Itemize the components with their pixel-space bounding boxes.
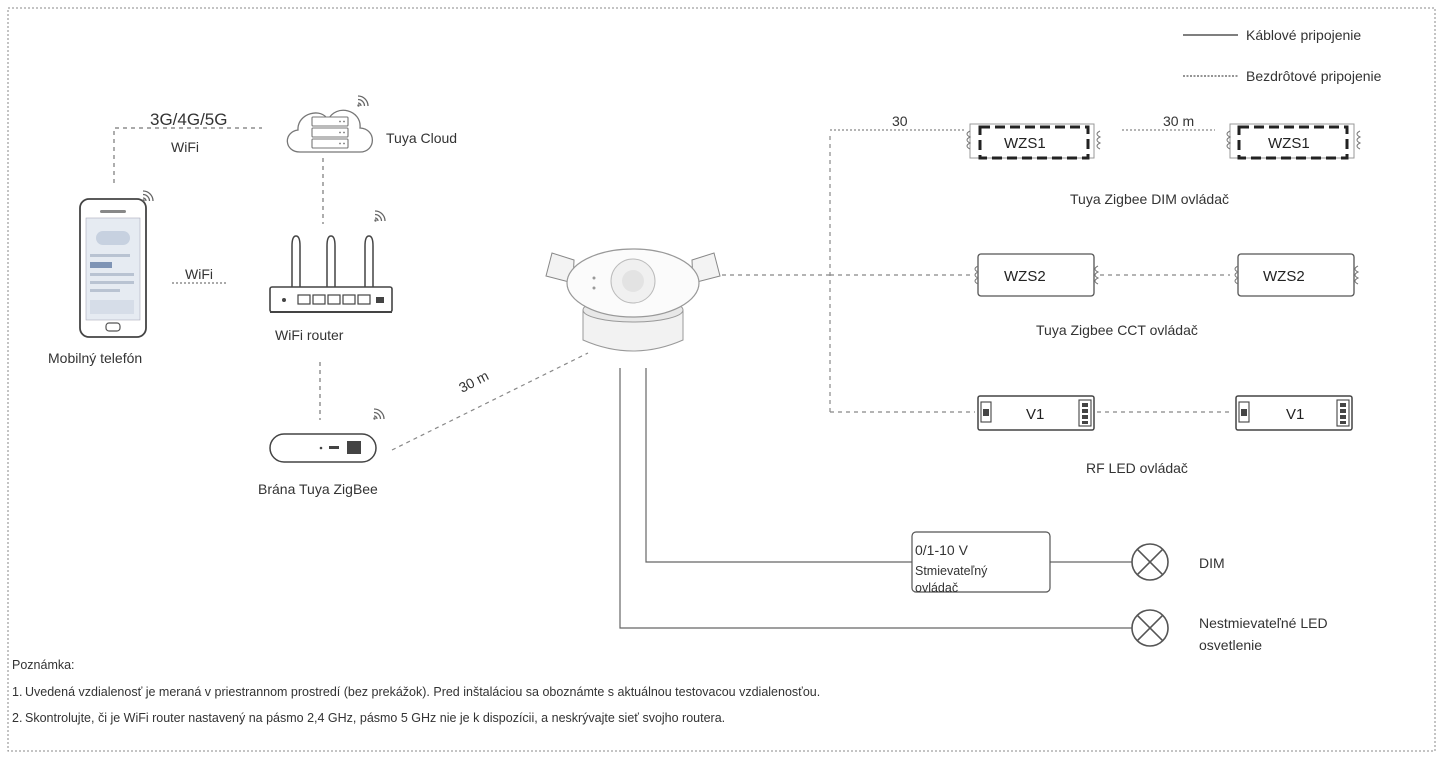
network-top-label: 3G/4G/5G	[150, 110, 227, 129]
legend: Káblové pripojenie Bezdrôtové pripojenie	[1183, 27, 1382, 84]
dimmer-box: 0/1-10 V Stmievateľný ovládač	[911, 531, 1051, 595]
note-2-number: 2.	[12, 711, 22, 725]
phone-wifi-icon	[141, 190, 154, 203]
notes-title: Poznámka:	[12, 658, 75, 672]
lamp-dim-label: DIM	[1199, 555, 1225, 571]
dimmer-line3: ovládač	[915, 581, 958, 595]
notes: Poznámka: 1. Uvedená vzdialenosť je mera…	[12, 658, 820, 725]
rf-controller-b: V1	[1235, 395, 1353, 431]
router-icon	[269, 235, 393, 313]
gateway-icon	[269, 433, 377, 463]
dim-controller-a-label: WZS1	[1004, 135, 1046, 152]
cct-group-label: Tuya Zigbee CCT ovládač	[1036, 322, 1198, 338]
diagram-border	[7, 7, 1436, 752]
smartphone-icon	[79, 198, 147, 338]
connections	[113, 127, 1230, 629]
dim-controller-b-label: WZS1	[1268, 135, 1310, 152]
network-wifi-label: WiFi	[171, 139, 199, 155]
dim-distance-2-label: 30 m	[1163, 113, 1194, 129]
cct-controller-a: WZS2	[974, 253, 1099, 297]
cct-controller-a-label: WZS2	[1004, 268, 1046, 285]
lamp-nondim-label-1: Nestmievateľné LED	[1199, 615, 1328, 631]
phone-wifi-label: WiFi	[185, 266, 213, 282]
dim-controller-a: WZS1	[966, 123, 1101, 160]
note-1: Uvedená vzdialenosť je meraná v priestra…	[25, 685, 820, 699]
dimmer-line2: Stmievateľný	[915, 564, 988, 578]
dim-group-label: Tuya Zigbee DIM ovládač	[1070, 191, 1229, 207]
legend-wired-label: Káblové pripojenie	[1246, 27, 1361, 43]
cloud-label: Tuya Cloud	[386, 130, 457, 146]
rf-controller-a: V1	[977, 395, 1095, 431]
router-wifi-icon	[373, 210, 386, 223]
dim-controller-b: WZS1	[1226, 123, 1361, 160]
legend-wireless-label: Bezdrôtové pripojenie	[1246, 68, 1382, 84]
cloud-wifi-icon	[356, 95, 369, 108]
lamp-icon	[1131, 609, 1169, 647]
cct-controller-b-label: WZS2	[1263, 268, 1305, 285]
note-1-number: 1.	[12, 685, 22, 699]
rf-controller-a-label: V1	[1026, 406, 1044, 423]
router-label: WiFi router	[275, 327, 344, 343]
gateway-wifi-icon	[372, 408, 385, 421]
gateway-distance-label: 30 m	[456, 367, 491, 395]
dimmer-line1: 0/1-10 V	[915, 542, 969, 558]
lamp-icon	[1131, 543, 1169, 581]
sensor-icon	[545, 248, 721, 352]
dim-distance-1-label: 30	[892, 113, 908, 129]
gateway-label: Brána Tuya ZigBee	[258, 481, 378, 497]
cloud-server-icon	[286, 109, 374, 153]
cct-controller-b: WZS2	[1234, 253, 1359, 297]
rf-group-label: RF LED ovládač	[1086, 460, 1188, 476]
rf-controller-b-label: V1	[1286, 406, 1304, 423]
phone-label: Mobilný telefón	[48, 350, 142, 366]
note-2: Skontrolujte, či je WiFi router nastaven…	[25, 711, 725, 725]
lamp-nondim-label-2: osvetlenie	[1199, 637, 1262, 653]
